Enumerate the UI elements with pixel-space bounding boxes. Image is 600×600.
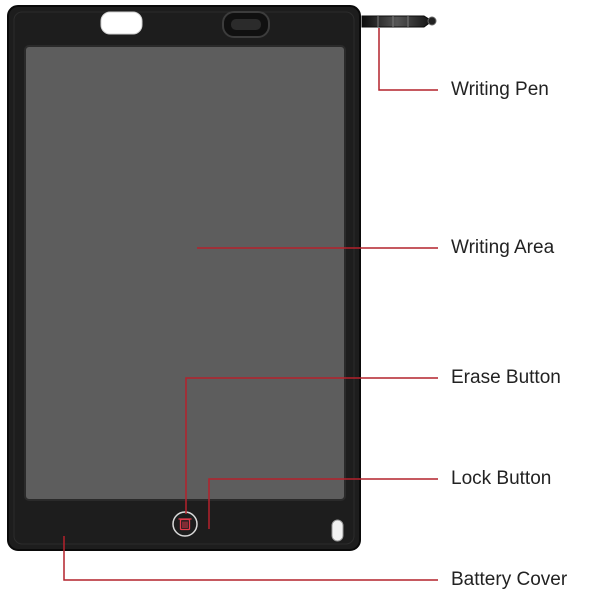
leader-pen [378, 28, 438, 91]
label-writing-area: Writing Area [451, 237, 555, 258]
leader-battery [63, 536, 438, 581]
trash-icon [178, 518, 192, 531]
pen-cap-ring [427, 16, 437, 26]
writing-pen [361, 15, 437, 28]
label-battery-cover: Battery Cover [451, 569, 568, 590]
pen-holder-inner [231, 19, 261, 30]
hang-slot [100, 11, 143, 35]
leader-erase [185, 377, 438, 514]
leader-lock [208, 478, 438, 529]
writing-area[interactable] [24, 45, 346, 501]
leader-lines [63, 28, 438, 581]
lock-switch-icon[interactable] [331, 519, 344, 542]
erase-button[interactable] [172, 511, 198, 537]
label-writing-pen: Writing Pen [451, 79, 549, 100]
tablet-rim [13, 11, 355, 545]
pen-icon [361, 15, 433, 28]
label-erase-button: Erase Button [451, 367, 561, 388]
label-lock-button: Lock Button [451, 468, 552, 489]
